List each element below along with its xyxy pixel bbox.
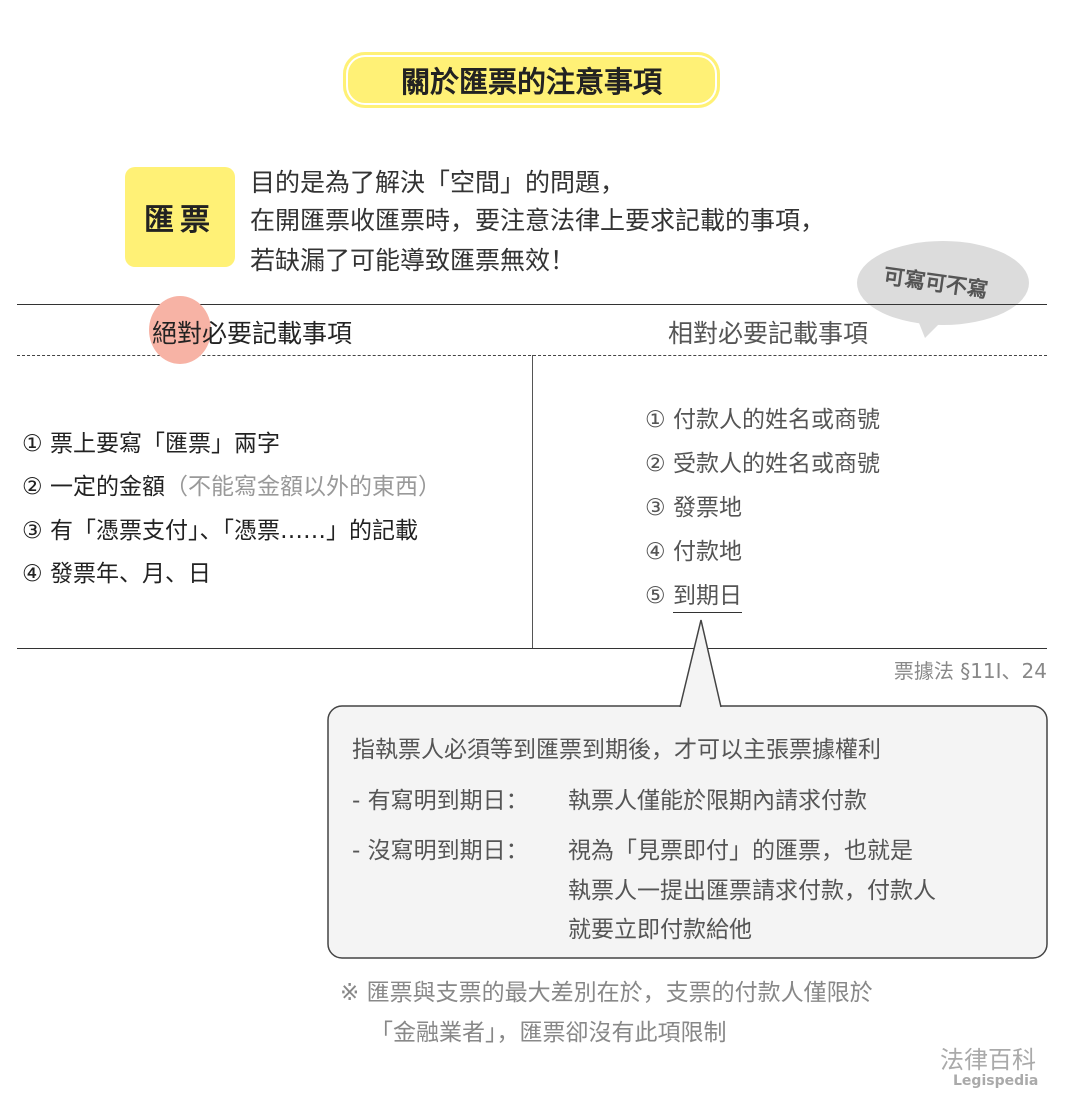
column-divider bbox=[532, 355, 533, 648]
list-item: ③ 發票地 bbox=[645, 495, 742, 521]
callout-line: 指執票人必須等到匯票到期後，才可以主張票據權利 bbox=[352, 737, 881, 763]
divider bbox=[17, 304, 1047, 305]
list-item: ④ 發票年、月、日 bbox=[22, 561, 211, 587]
callout-text: 視為「見票即付」的匯票，也就是 bbox=[568, 838, 913, 864]
divider bbox=[17, 648, 1047, 649]
header-rest: 必要記載事項 bbox=[202, 319, 353, 348]
list-item: ① 付款人的姓名或商號 bbox=[645, 407, 880, 433]
list-item: ② 一定的金額（不能寫金額以外的東西） bbox=[22, 474, 441, 500]
callout-text: 執票人一提出匯票請求付款，付款人 bbox=[568, 878, 936, 904]
footnote: ※ 匯票與支票的最大差別在於，支票的付款人僅限於 bbox=[340, 980, 873, 1006]
callout-label: - 沒寫明到期日： bbox=[352, 838, 529, 864]
intro-line: 目的是為了解決「空間」的問題， bbox=[250, 168, 626, 197]
right-header: 相對必要記載事項 bbox=[668, 319, 869, 348]
callout-box bbox=[327, 619, 1048, 959]
intro-line: 在開匯票收匯票時，要注意法律上要求記載的事項， bbox=[250, 206, 826, 235]
callout-label: - 有寫明到期日： bbox=[352, 788, 529, 814]
page-title: 關於匯票的注意事項 bbox=[343, 52, 720, 108]
list-item: ① 票上要寫「匯票」兩字 bbox=[22, 431, 280, 457]
footnote: 「金融業者」，匯票卻沒有此項限制 bbox=[370, 1020, 727, 1046]
highlight-circle bbox=[149, 296, 211, 364]
list-item: ⑤ 到期日 bbox=[645, 576, 742, 613]
list-item: ③ 有「憑票支付」、「憑票……」的記載 bbox=[22, 518, 418, 544]
intro-line: 若缺漏了可能導致匯票無效！ bbox=[250, 246, 576, 275]
topic-badge: 匯票 bbox=[125, 167, 235, 267]
callout-text: 執票人僅能於限期內請求付款 bbox=[568, 788, 867, 814]
citation: 票據法 §11Ⅰ、24 bbox=[893, 659, 1047, 683]
header-highlight: 絕對 bbox=[152, 319, 203, 348]
left-header: 絕對必要記載事項 bbox=[152, 314, 352, 350]
callout-text: 就要立即付款給他 bbox=[568, 917, 752, 943]
list-item: ④ 付款地 bbox=[645, 539, 742, 565]
list-item: ② 受款人的姓名或商號 bbox=[645, 451, 880, 477]
logo: 法律百科 bbox=[940, 1046, 1036, 1074]
logo-subtitle: Legispedia bbox=[953, 1073, 1039, 1089]
